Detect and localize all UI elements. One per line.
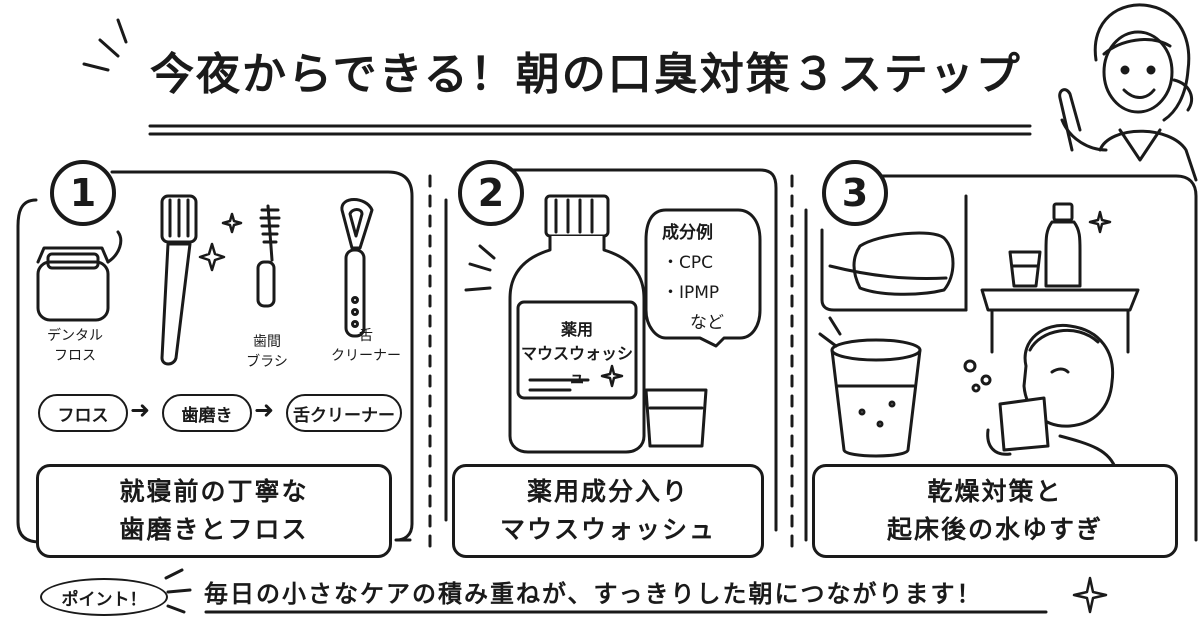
step-3-caption-line-2: 起床後の水ゆすぎ <box>886 515 1103 544</box>
step-1-number: 1 <box>50 160 116 226</box>
panel3-accent-lines-icon <box>818 316 842 348</box>
flow-step-floss: フロス <box>38 394 128 432</box>
panel2-accent-lines-icon <box>464 244 496 292</box>
boy-rinsing-icon <box>963 323 1118 472</box>
step-1-caption-line-1: 就寝前の丁寧な <box>119 477 309 506</box>
cup-icon <box>644 388 708 448</box>
step-2-number: 2 <box>458 160 524 226</box>
step-3-caption-line-1: 乾燥対策と <box>927 477 1063 506</box>
bubble-item-etc: など <box>690 313 724 333</box>
small-glass-icon <box>1008 250 1042 288</box>
point-badge: ポイント！ <box>40 578 168 616</box>
step-1-caption: 就寝前の丁寧な 歯磨きとフロス <box>36 464 392 558</box>
water-bottle-icon <box>1044 202 1082 288</box>
interdental-brush-icon <box>256 204 281 308</box>
floss-container-icon <box>36 230 123 322</box>
flow-arrow-icon-2: ➜ <box>254 396 275 424</box>
ingredients-bubble: 成分例 ・CPC ・IPMP など <box>662 218 752 338</box>
page-title: 今夜からできる！朝の口臭対策３ステップ <box>150 49 1022 100</box>
footer-tip: 毎日の小さなケアの積み重ねが、すっきりした朝につながります！ <box>204 580 983 608</box>
step-2-caption-line-2: マウスウォッシュ <box>499 515 716 544</box>
sparkle-icon-3 <box>1088 210 1112 234</box>
interdental-brush-label: 歯間 ブラシ <box>246 334 288 370</box>
step-2-caption: 薬用成分入り マウスウォッシュ <box>452 464 764 558</box>
title-accent-lines-icon <box>82 18 128 72</box>
panel-frames <box>16 168 1198 550</box>
woman-pointing-icon <box>1058 3 1198 182</box>
tongue-cleaner-icon <box>340 198 374 338</box>
flow-step-tongue: 舌クリーナー <box>286 394 402 432</box>
tongue-cleaner-label: 舌 クリーナー <box>331 328 401 364</box>
bubble-title: 成分例 <box>662 223 713 243</box>
toothbrush-icon <box>160 194 198 366</box>
sparkle-icon <box>198 212 243 272</box>
step-1-caption-line-2: 歯磨きとフロス <box>119 515 309 544</box>
sparkle-icon-2 <box>600 364 624 388</box>
bubble-icon <box>644 208 762 348</box>
bed-pillow-icon <box>820 194 968 312</box>
bottle-label: 薬用 マウスウォッシュ <box>520 320 633 387</box>
bubble-item-cpc: ・CPC <box>662 253 713 273</box>
bubble-item-ipmp: ・IPMP <box>662 283 720 303</box>
floss-label: デンタル フロス <box>47 328 103 364</box>
footer-accent-lines-icon <box>164 568 192 614</box>
step-3-number: 3 <box>822 160 888 226</box>
step-2-caption-line-1: 薬用成分入り <box>526 477 689 506</box>
nightstand-icon <box>980 288 1140 354</box>
flow-arrow-icon: ➜ <box>130 396 151 424</box>
footer-sparkle-icon <box>1072 576 1108 614</box>
water-glass-icon <box>830 338 922 458</box>
step-3-caption: 乾燥対策と 起床後の水ゆすぎ <box>812 464 1178 558</box>
mouthwash-bottle-icon <box>508 194 646 454</box>
flow-step-brushing: 歯磨き <box>162 394 252 432</box>
